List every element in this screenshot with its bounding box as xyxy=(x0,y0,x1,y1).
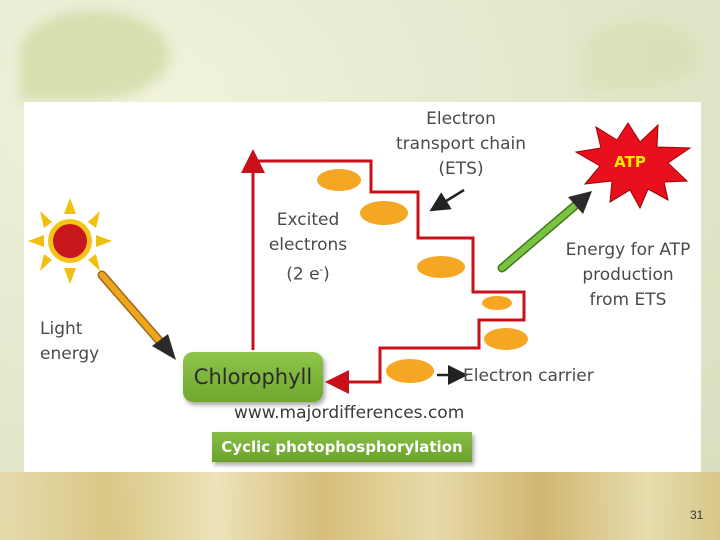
excited-line: (2 e-) xyxy=(262,258,354,288)
light-arrow xyxy=(97,270,176,360)
ets-title: Electron transport chain (ETS) xyxy=(388,107,534,182)
caption-box: Cyclic photophosphorylation xyxy=(212,432,472,462)
electron-carrier xyxy=(386,359,434,383)
atp-starburst-icon xyxy=(574,122,692,210)
excited-superscript: - xyxy=(319,265,324,276)
source-url: www.majordifferences.com xyxy=(234,403,465,423)
electron-carrier xyxy=(482,296,512,310)
electron-transport-staircase xyxy=(253,159,526,394)
ets-title-line: Electron xyxy=(426,109,496,129)
background-leaf xyxy=(580,20,700,90)
ets-title-line: transport chain xyxy=(396,134,526,154)
slide-number: 31 xyxy=(690,508,704,522)
electron-carrier xyxy=(360,201,408,225)
electron-carrier xyxy=(484,328,528,350)
excited-close: ) xyxy=(323,264,330,285)
electron-carrier xyxy=(417,256,465,278)
background-leaf xyxy=(20,10,170,100)
excited-line: Excited xyxy=(276,210,340,230)
light-line: energy xyxy=(40,344,100,364)
ets-pointer-arrow xyxy=(429,188,465,212)
electron-carrier-label: Electron carrier xyxy=(463,366,594,386)
background-leaves-band xyxy=(0,472,720,540)
diagram-card xyxy=(24,102,701,472)
atp-arrow xyxy=(497,191,592,273)
electron-carrier xyxy=(317,169,361,191)
excited-electrons-label: Excited electrons (2 e-) xyxy=(262,208,354,288)
energy-line: production xyxy=(582,265,674,285)
energy-for-atp-label: Energy for ATP production from ETS xyxy=(558,238,698,313)
chlorophyll-box: Chlorophyll xyxy=(183,352,323,402)
energy-line: from ETS xyxy=(589,290,667,310)
excited-line: electrons xyxy=(268,235,348,255)
excited-text: (2 e xyxy=(286,264,320,285)
sun-icon xyxy=(28,198,112,284)
light-line: Light xyxy=(40,319,83,339)
light-energy-label: Light energy xyxy=(40,317,110,367)
energy-line: Energy for ATP xyxy=(565,240,691,260)
ets-title-line: (ETS) xyxy=(438,159,484,179)
atp-label: ATP xyxy=(614,153,646,171)
